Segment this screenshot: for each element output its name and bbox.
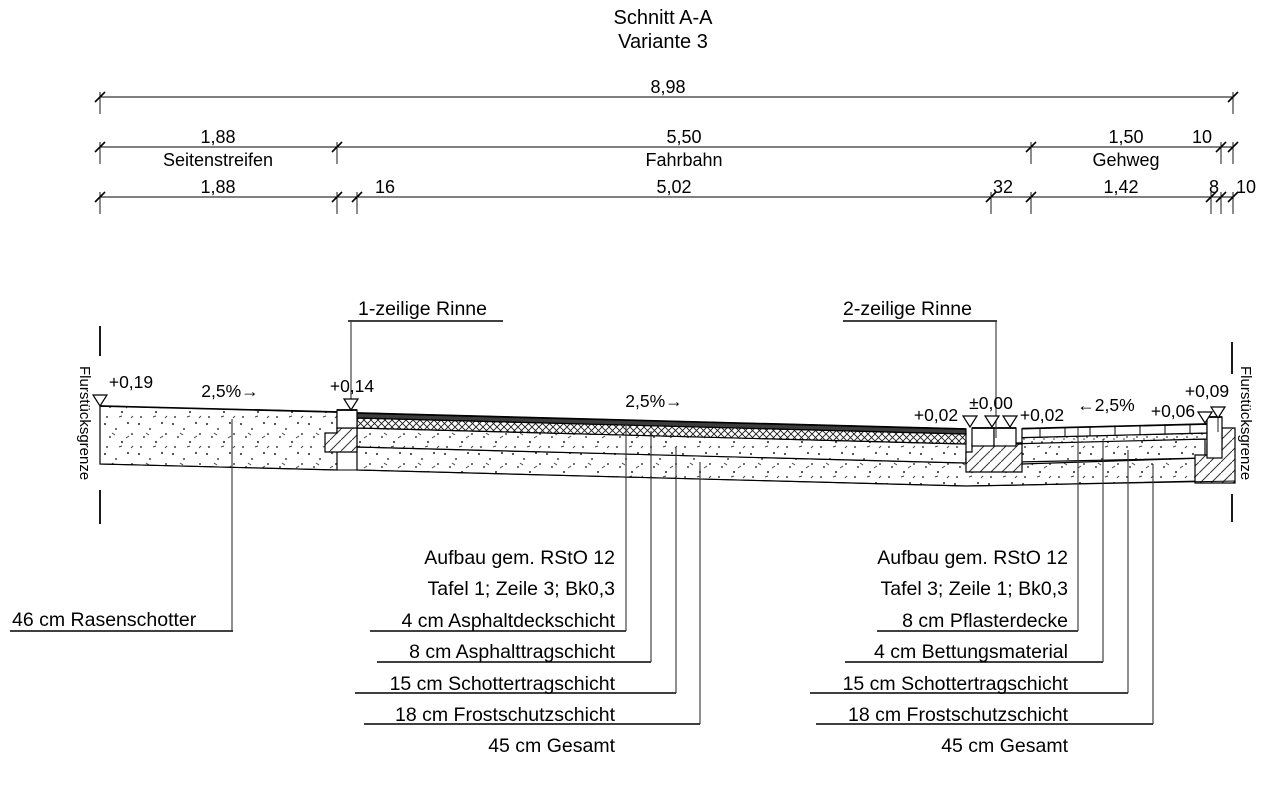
boundary-lines [99,326,1233,524]
drawing-subtitle: Variante 3 [618,31,708,53]
elevation-gutter: +0,14 [330,376,375,396]
gutter-double-stone-right [993,427,1017,447]
walkway-layer-2: 4 cm Bettungsmaterial [874,641,1068,663]
boundary-label-right: Flurstücksgrenze [1237,366,1254,480]
surface-outline [99,405,1222,430]
curb-stone [1206,416,1223,459]
dim-detail-7: 10 [1236,177,1256,197]
walkway-block-subtitle: Tafel 3; Zeile 1; Bk0,3 [880,578,1068,600]
section-bottom-line [99,463,1236,487]
gutter-single-stone [336,409,358,429]
walkway-block-title: Aufbau gem. RStO 12 [877,547,1068,569]
gutter-double-stone-left [971,427,995,447]
walkway-layer-3: 15 cm Schottertragschicht [843,673,1069,695]
dim-shoulder-value: 1,88 [200,127,235,147]
dimension-row-total [94,91,1239,114]
dim-detail-4: 32 [993,177,1013,197]
dim-detail-2: 16 [375,177,395,197]
slope-shoulder: 2,5%→ [201,381,258,401]
walkway-annotation-lines [810,428,1154,725]
roadway-block-title: Aufbau gem. RStO 12 [424,547,615,569]
dim-curbzone-value: 10 [1192,127,1212,147]
dim-detail-5: 1,42 [1103,177,1138,197]
gutter-single-callout-lines [348,320,503,403]
slope-roadway: 2,5%→ [625,391,682,411]
dim-shoulder-label: Seitenstreifen [163,150,273,170]
elevation-walkway: +0,06 [1151,401,1195,421]
dim-detail-6: 8 [1209,177,1219,197]
roadway-layer-1: 4 cm Asphaltdeckschicht [401,610,615,632]
walkway-annotation-block: Aufbau gem. RStO 12 Tafel 3; Zeile 1; Bk… [843,547,1069,757]
slope-walkway: ←2,5% [1077,395,1134,415]
roadway-layer-2: 8 cm Asphalttragschicht [409,641,616,663]
dim-total: 8,98 [650,77,685,97]
boundary-label-left: Flurstücksgrenze [76,366,93,480]
roadway-annotation-lines [355,421,701,725]
drawing-title: Schnitt A-A [614,7,714,29]
dim-walkway-label: Gehweg [1092,150,1159,170]
dim-detail-1: 1,88 [200,177,235,197]
elevation-rinne-right: +0,02 [1020,405,1064,425]
walkway-block-total: 45 cm Gesamt [941,735,1068,757]
dimension-row-zones [94,141,1239,164]
dim-roadway-value: 5,50 [666,127,701,147]
dimension-row-detail [94,191,1239,214]
elevation-curb: +0,09 [1185,381,1229,401]
shoulder-rasenschotter-layer [99,405,338,471]
elevation-left-edge: +0,19 [109,372,153,392]
shoulder-layer-annotation: 46 cm Rasenschotter [12,609,197,631]
roadway-block-subtitle: Tafel 1; Zeile 3; Bk0,3 [427,578,615,600]
walkway-layer-1: 8 cm Pflasterdecke [902,610,1068,632]
gutter-double-callout: 2-zeilige Rinne [843,298,972,320]
roadway-layer-4: 18 cm Frostschutzschicht [395,704,616,726]
gutter-single-callout: 1-zeilige Rinne [358,298,487,320]
dim-detail-3: 5,02 [656,177,691,197]
dim-walkway-value: 1,50 [1108,127,1143,147]
elevation-rinne-left: +0,02 [914,405,958,425]
elevation-rinne-center: ±0,00 [969,393,1013,413]
dim-roadway-label: Fahrbahn [645,150,722,170]
paving-joints [1039,424,1191,438]
shoulder-annotation-lines [10,419,233,632]
roadway-annotation-block: Aufbau gem. RStO 12 Tafel 1; Zeile 3; Bk… [390,547,616,757]
elevation-markers [91,394,1227,432]
walkway-layer-4: 18 cm Frostschutzschicht [848,704,1069,726]
gutter-double-foundation [965,443,1023,473]
roadway-block-total: 45 cm Gesamt [488,735,615,757]
roadway-layer-3: 15 cm Schottertragschicht [390,673,616,695]
